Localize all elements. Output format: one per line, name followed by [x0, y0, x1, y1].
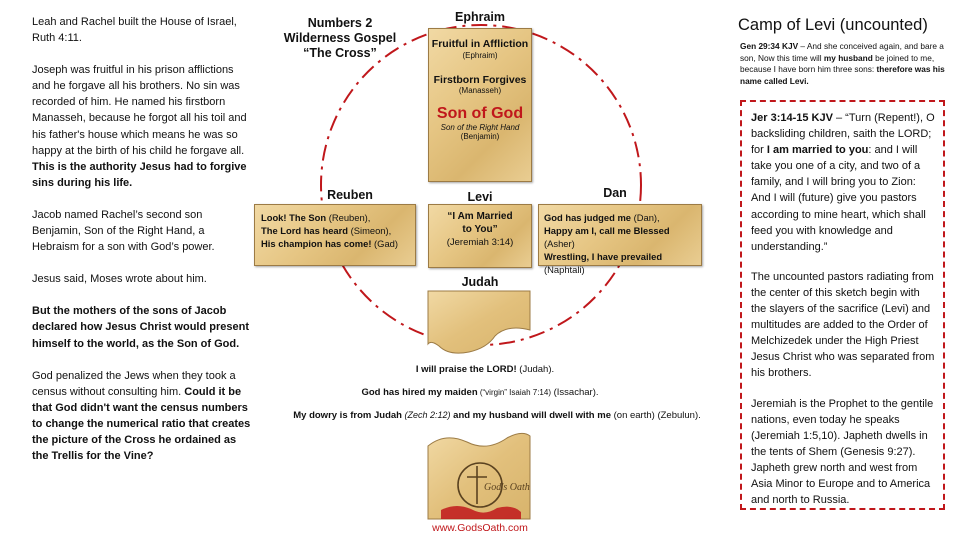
- judah-line-1-bold: I will praise the LORD!: [415, 364, 517, 375]
- zebulun-line-normal: (on earth) (Zebulun).: [610, 410, 701, 421]
- levi-text: “I Am Married to You”: [447, 211, 513, 235]
- left-text-column: Leah and Rachel built the House of Israe…: [32, 14, 254, 480]
- diagram-title: Numbers 2 Wilderness Gospel “The Cross”: [270, 16, 410, 61]
- judah-line-1: I will praise the LORD! (Judah).: [260, 364, 710, 375]
- left-paragraph-5: But the mothers of the sons of Jacob dec…: [32, 305, 249, 350]
- dan-line-3: Wrestling, I have prevailed (Naphtali): [544, 250, 701, 276]
- manasseh-sub: (Manasseh): [458, 86, 502, 95]
- issachar-line-ref: (“virgin” Isaiah 7:14): [477, 388, 551, 397]
- judah-line-1-normal: (Judah).: [516, 364, 555, 375]
- dan-line-1-normal: (Dan),: [631, 212, 660, 223]
- ephraim-text-1: Fruitful in Affliction: [431, 38, 529, 50]
- reuben-line-1: Look! The Son (Reuben),: [261, 211, 415, 224]
- jer-3-text-c: : and I will take you one of a city, and…: [751, 144, 926, 253]
- left-paragraph-2-emphasis: This is the authority Jesus had to forgi…: [32, 160, 247, 189]
- left-paragraph-1: Leah and Rachel built the House of Israe…: [32, 16, 237, 45]
- reuben-line-3: His champion has come! (Gad): [261, 237, 415, 250]
- levi-box: “I Am Married to You” (Jeremiah 3:14): [428, 204, 532, 268]
- camp-of-levi-title: Camp of Levi (uncounted): [738, 16, 928, 34]
- gen-29-quote: Gen 29:34 KJV – And she conceived again,…: [740, 41, 952, 87]
- dan-label: Dan: [603, 186, 627, 200]
- son-of-god-text: Son of God: [436, 105, 524, 122]
- reuben-box: Look! The Son (Reuben), The Lord has hea…: [254, 204, 416, 266]
- levi-ref: (Jeremiah 3:14): [446, 237, 514, 248]
- reuben-line-1-normal: (Reuben),: [326, 212, 371, 223]
- issachar-line: God has hired my maiden (“virgin” Isaiah…: [255, 387, 705, 398]
- pastors-paragraph: The uncounted pastors radiating from the…: [751, 270, 935, 380]
- gen-29-text-d: therefore was his name called Levi.: [740, 64, 945, 86]
- reuben-line-3-bold: His champion has come!: [261, 238, 372, 249]
- gen-29-text-a: – And she conceived again, and bare a so…: [740, 41, 944, 63]
- reuben-line-2-bold: The Lord has heard: [261, 225, 348, 236]
- issachar-line-normal: (Issachar).: [550, 387, 599, 398]
- diagram-title-line-3: “The Cross”: [303, 46, 377, 60]
- gen-29-ref: Gen 29:34 KJV: [740, 41, 799, 51]
- levi-label: Levi: [467, 190, 493, 204]
- diagram-title-line-1: Numbers 2: [307, 16, 373, 30]
- manasseh-text: Firstborn Forgives: [433, 74, 527, 86]
- jeremiah-paragraph: Jeremiah is the Prophet to the gentile n…: [751, 397, 934, 507]
- gen-29-text-c: be joined to me, because I have born him…: [740, 52, 935, 75]
- issachar-line-bold: God has hired my maiden: [361, 387, 478, 398]
- judah-label: Judah: [461, 275, 499, 289]
- levi-pastors-box: Jer 3:14-15 KJV – “Turn (Repent!), O bac…: [740, 100, 945, 510]
- jer-3-ref: Jer 3:14-15 KJV: [751, 112, 833, 124]
- reuben-line-3-normal: (Gad): [371, 238, 399, 249]
- right-hand-text: Son of the Right Hand: [440, 123, 520, 132]
- left-paragraph-6: God penalized the Jews when they took a …: [32, 368, 254, 465]
- logo-text: God's Oath: [484, 482, 530, 493]
- jer-3-text-a: – “Turn (Repent!), O backsliding childre…: [751, 112, 935, 157]
- left-paragraph-3: Jacob named Rachel’s second son Benjamin…: [32, 208, 215, 254]
- diagram-title-line-2: Wilderness Gospel: [283, 31, 397, 45]
- gen-29-text-b: my husband: [823, 52, 873, 63]
- dan-line-3-normal: (Naphtali): [544, 264, 585, 275]
- dan-line-2-normal: (Asher): [544, 238, 575, 249]
- ephraim-box: Fruitful in Affliction (Ephraim) Firstbo…: [428, 28, 532, 182]
- logo-red-splash: [441, 506, 521, 519]
- reuben-line-2-normal: (Simeon),: [348, 225, 392, 236]
- left-paragraph-6-text: God penalized the Jews when they took a …: [32, 369, 236, 398]
- zebulun-line-bold-2: and my husband will dwell with me: [450, 410, 611, 421]
- ephraim-text-1-sub: (Ephraim): [462, 51, 498, 60]
- logo-seal-circle: [457, 462, 503, 508]
- dan-box: God has judged me (Dan), Happy am I, cal…: [538, 204, 702, 275]
- benjamin-sub: (Benjamin): [460, 132, 500, 141]
- dan-line-2: Happy am I, call me Blessed (Asher): [544, 224, 701, 250]
- dan-line-3-bold: Wrestling, I have prevailed: [544, 251, 663, 262]
- judah-scroll: [427, 290, 531, 354]
- left-paragraph-6-emphasis: Could it be that God didn't want the cen…: [32, 385, 251, 463]
- reuben-line-2: The Lord has heard (Simeon),: [261, 224, 415, 237]
- ephraim-label: Ephraim: [454, 10, 505, 24]
- dan-line-1-bold: God has judged me: [544, 212, 631, 223]
- dan-line-1: God has judged me (Dan),: [544, 211, 701, 224]
- zebulun-line: My dowry is from Judah (Zech 2:12) and m…: [262, 410, 732, 421]
- website-link[interactable]: www.GodsOath.com: [432, 522, 528, 534]
- jer-3-text-b: I am married to you: [766, 144, 869, 157]
- left-paragraph-4: Jesus said, Moses wrote about him.: [32, 273, 207, 286]
- dan-line-2-bold: Happy am I, call me Blessed: [544, 225, 670, 236]
- reuben-line-1-bold: Look! The Son: [261, 212, 327, 223]
- jer-3-quote: Jer 3:14-15 KJV – “Turn (Repent!), O bac…: [751, 110, 937, 255]
- gods-oath-logo: God's Oath: [427, 432, 531, 520]
- left-paragraph-2: Joseph was fruitful in his prison afflic…: [32, 62, 254, 191]
- left-paragraph-2-text: Joseph was fruitful in his prison afflic…: [32, 64, 247, 157]
- zebulun-line-bold-1: My dowry is from Judah: [293, 410, 402, 421]
- reuben-label: Reuben: [327, 188, 373, 202]
- judah-scroll-shape: [427, 290, 531, 354]
- zebulun-line-ref: (Zech 2:12): [401, 410, 451, 420]
